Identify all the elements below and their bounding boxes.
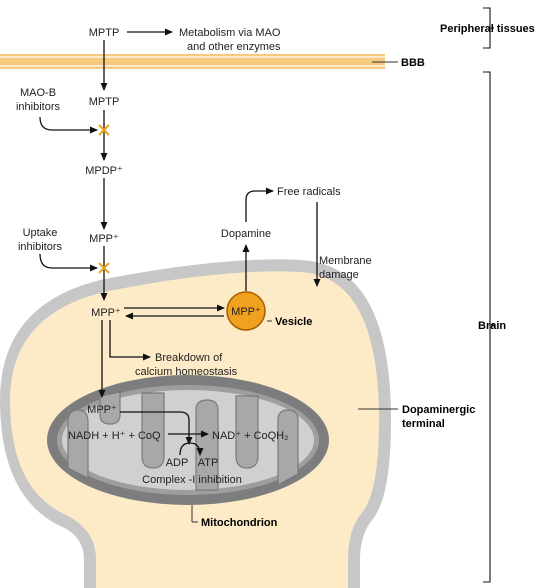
mpdp-label: MPDP⁺ — [85, 165, 123, 177]
metabolism-label-line2: and other enzymes — [187, 41, 281, 53]
calcium-label-line1: Breakdown of — [155, 352, 223, 364]
calcium-label-line2: calcium homeostasis — [135, 366, 238, 378]
mptp-brain-label: MPTP — [89, 96, 120, 108]
mpp-mitochondrion-label: MPP⁺ — [87, 404, 117, 416]
arrow-mpp-mito-to-complex — [120, 411, 193, 445]
mitochondrion-label: Mitochondrion — [201, 517, 278, 529]
adp-label: ADP — [166, 457, 189, 469]
vesicle — [226, 291, 266, 331]
nad-label: NAD⁺ + CoQH₂ — [212, 430, 288, 442]
peripheral-tissues-label: Peripheral tissues — [440, 23, 535, 35]
mpp-outside-label: MPP⁺ — [89, 233, 119, 245]
bbb-band — [0, 54, 385, 69]
block-mark-uptake — [98, 262, 110, 274]
atp-label: ATP — [198, 457, 219, 469]
arrow-adp-to-atp — [179, 442, 204, 456]
mpp-vesicle-label: MPP⁺ — [231, 306, 261, 318]
dopamine-label: Dopamine — [221, 228, 271, 240]
brain-label: Brain — [478, 320, 506, 332]
complex-inhibition-label: Complex -I inhibition — [142, 474, 242, 486]
pathway-arrows — [39, 28, 321, 456]
uptake-inhibitors-label-line1: Uptake — [23, 227, 58, 239]
label-leader-lines — [191, 61, 398, 523]
block-mark-maob — [98, 124, 110, 136]
vesicle-label: Vesicle — [275, 316, 312, 328]
membrane-damage-label-line2: damage — [319, 269, 359, 281]
mptp-peripheral-label: MPTP — [89, 27, 120, 39]
arrow-dopamine-to-radicals — [245, 187, 274, 222]
arrow-maob-inhibitors — [39, 116, 98, 134]
bbb-label: BBB — [401, 57, 425, 69]
maob-inhibitors-label-line1: MAO-B — [20, 87, 56, 99]
mpp-terminal-label: MPP⁺ — [91, 307, 121, 319]
arrow-mpp-to-calcium — [109, 320, 151, 361]
arrow-uptake-inhibitors — [39, 253, 98, 272]
uptake-inhibitors-label-line2: inhibitors — [18, 241, 63, 253]
dopaminergic-terminal-label-line1: Dopaminergic — [402, 404, 475, 416]
metabolism-label-line1: Metabolism via MAO — [179, 27, 281, 39]
dopaminergic-terminal-label-line2: terminal — [402, 418, 445, 430]
compartment-brackets — [483, 7, 494, 583]
membrane-damage-label-line1: Membrane — [319, 255, 372, 267]
maob-inhibitors-label-line2: inhibitors — [16, 101, 61, 113]
free-radicals-label: Free radicals — [277, 186, 341, 198]
nadh-label: NADH + H⁺ + CoQ — [68, 430, 161, 442]
